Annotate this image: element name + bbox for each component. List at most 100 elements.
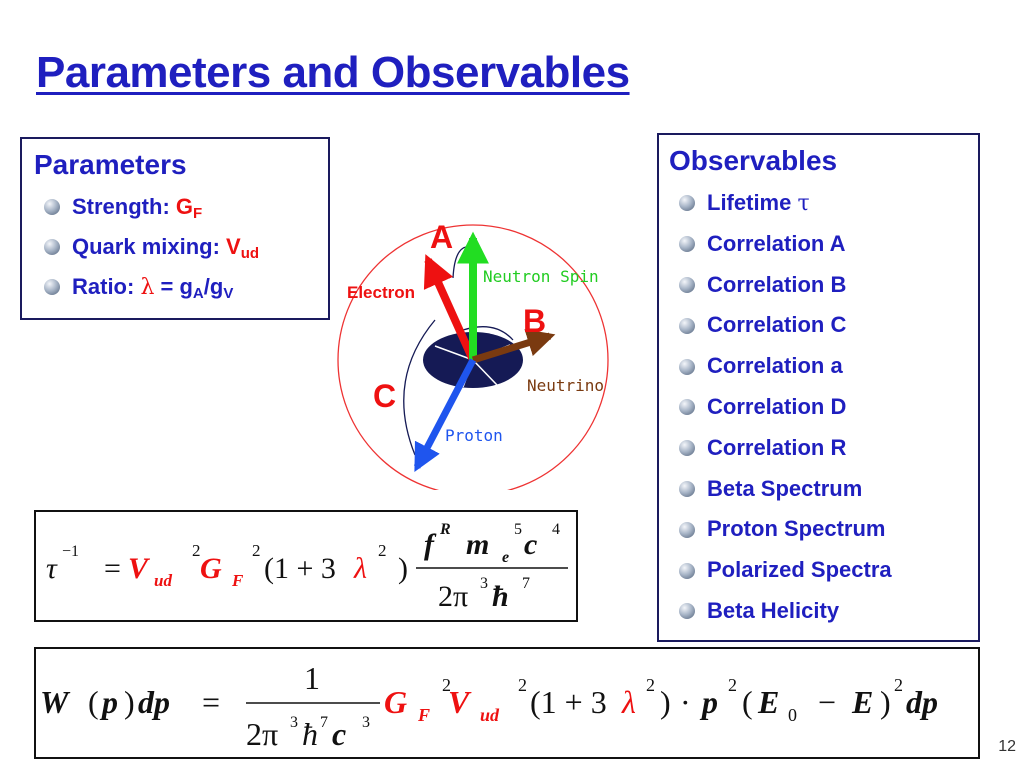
eq2-square: 2 [894, 675, 903, 695]
eq-square: 2 [378, 541, 387, 560]
eq-v: V [128, 552, 151, 585]
quark-mixing-subscript: ud [240, 245, 260, 262]
eq-g-sub: F [231, 571, 244, 590]
observable-label: Correlation A [707, 230, 846, 256]
eq2-den-hbar: ħ [302, 716, 318, 752]
eq-num-c: c [524, 528, 537, 561]
eq2-e0-sub: 0 [788, 705, 797, 725]
strength-subscript: F [193, 205, 203, 222]
observables-list: Lifetime τ Correlation A Correlation B C… [669, 183, 968, 632]
lifetime-equation: τ −1 = V ud 2 G F 2 (1 + 3 λ 2 ) f R m e… [46, 521, 568, 613]
eq-num-5: 5 [514, 521, 522, 538]
decay-diagram: A B C Electron Neutron Spin Neutrino Pro… [337, 219, 609, 490]
sphere-outline [337, 224, 609, 490]
neutrino-arrow [471, 329, 556, 364]
observable-label: Correlation a [707, 353, 843, 379]
eq2-v: V [448, 684, 472, 720]
electron-arrow [423, 254, 477, 362]
bullet-icon [44, 279, 60, 295]
eq2-den-3: 3 [290, 714, 298, 731]
eq2-lambda: λ [621, 684, 636, 720]
disk-divider [434, 345, 474, 361]
bullet-icon [679, 195, 695, 212]
eq2-den-c: c [332, 716, 346, 752]
angle-arc-c [403, 319, 436, 456]
eq2-square: 2 [518, 675, 527, 695]
list-item: Correlation B [669, 265, 968, 306]
strength-symbol: G [175, 194, 194, 219]
disk-divider [472, 359, 498, 386]
spectrum-equation: W ( p ) dp = 1 2π 3 ħ 7 c 3 G F 2 V ud 2… [40, 660, 938, 752]
eq2-dot: · [680, 684, 691, 720]
eq2-p: p [99, 684, 118, 720]
observables-heading: Observables [669, 145, 838, 176]
observable-label: Beta Spectrum [707, 475, 863, 501]
list-item: Proton Spectrum [669, 509, 968, 550]
eq2-e: E [851, 684, 873, 720]
electron-label: Electron [347, 283, 415, 302]
parameters-heading: Parameters [34, 149, 187, 180]
eq-num-e: e [502, 549, 509, 566]
strength-label: Strength: [72, 194, 176, 219]
bullet-icon [679, 440, 695, 457]
ratio-subscript-v: V [223, 285, 234, 302]
list-item: Ratio: λ = gA/gV [34, 267, 316, 307]
lifetime-symbol: τ [797, 191, 810, 216]
eq-v-sub: ud [154, 571, 172, 590]
eq-tau-exponent: −1 [62, 543, 79, 560]
label-b: B [523, 303, 546, 339]
eq2-square: 2 [442, 675, 451, 695]
lifetime-equation-box: τ −1 = V ud 2 G F 2 (1 + 3 λ 2 ) f R m e… [34, 510, 578, 622]
list-item: Correlation A [669, 224, 968, 265]
eq-paren-open: (1 + 3 [264, 552, 336, 585]
observables-box: Observables Lifetime τ Correlation A Cor… [657, 133, 980, 642]
bullet-icon [679, 521, 695, 538]
proton-label: Proton [445, 426, 503, 445]
eq2-dp-end: dp [906, 684, 938, 720]
list-item: Correlation C [669, 305, 968, 346]
bullet-icon [679, 358, 695, 375]
list-item: Correlation R [669, 428, 968, 469]
eq2-equals: = [202, 684, 220, 720]
eq-den-2pi: 2π [438, 580, 468, 613]
eq-equals: = [104, 552, 121, 585]
eq2-minus: − [818, 684, 836, 720]
list-item: Correlation a [669, 346, 968, 387]
eq2-dp: dp [138, 684, 170, 720]
observable-label: Beta Helicity [707, 597, 840, 623]
eq2-close: ) [124, 684, 135, 720]
list-item: Correlation D [669, 387, 968, 428]
angle-arc-b [462, 326, 514, 341]
page-number: 12 [998, 738, 1016, 755]
observable-label: Correlation C [707, 312, 847, 338]
eq2-square: 2 [646, 675, 655, 695]
eq2-w: W [40, 684, 71, 720]
bullet-icon [44, 199, 60, 215]
eq2-open: ( [88, 684, 99, 720]
eq2-g-sub: F [417, 705, 430, 725]
bullet-icon [679, 399, 695, 416]
list-item: Lifetime τ [669, 183, 968, 224]
eq-num-r: R [439, 521, 451, 538]
eq-den-7: 7 [522, 575, 530, 592]
eq2-one: 1 [304, 660, 320, 696]
bullet-icon [679, 276, 695, 293]
ratio-subscript-a: A [192, 285, 204, 302]
ratio-equals: = g [154, 274, 193, 299]
bullet-icon [679, 603, 695, 620]
list-item: Quark mixing: Vud [34, 227, 316, 267]
eq2-paren-open: (1 + 3 [530, 684, 607, 720]
observable-label: Proton Spectrum [707, 516, 886, 542]
slide-title: Parameters and Observables [36, 48, 630, 97]
eq2-den-7: 7 [320, 714, 328, 731]
eq-den-3: 3 [480, 575, 488, 592]
eq-num-f: f [424, 528, 437, 561]
parameters-list: Strength: GF Quark mixing: Vud Ratio: λ … [34, 187, 316, 307]
bullet-icon [679, 562, 695, 579]
neutrino-label: Neutrino [527, 376, 604, 395]
eq-square: 2 [192, 541, 201, 560]
observable-label: Correlation B [707, 271, 847, 297]
eq2-paren-close: ) [660, 684, 671, 720]
eq2-open-e: ( [742, 684, 753, 720]
eq2-den-c3: 3 [362, 714, 370, 731]
